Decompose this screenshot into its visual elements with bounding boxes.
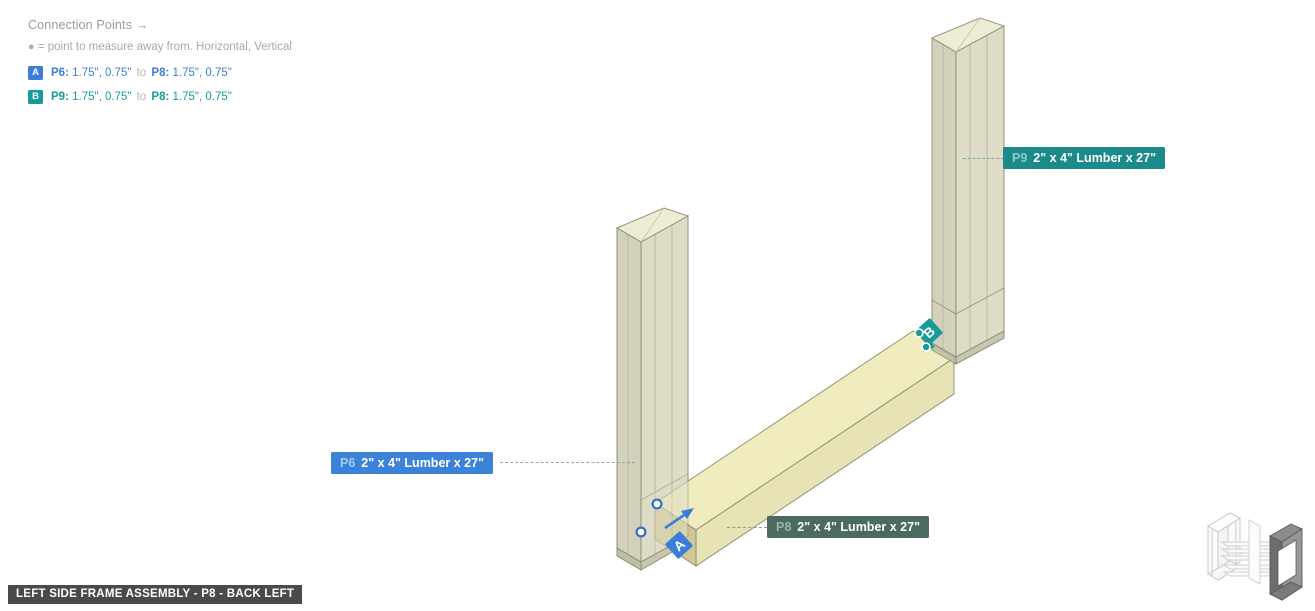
- measure-point-a1: [651, 498, 663, 510]
- callout-p8[interactable]: P8 2" x 4" Lumber x 27": [767, 516, 929, 538]
- leader-line-p6: [500, 462, 635, 463]
- leader-line-p8: [727, 527, 767, 528]
- thumbnail-wireframe: [1207, 512, 1303, 601]
- connection-a-to-dims: 1.75", 0.75": [169, 67, 232, 79]
- connection-b-from-id: P9:: [51, 91, 69, 103]
- measure-point-b1: [914, 328, 924, 338]
- callout-p6-id: P6: [340, 456, 356, 470]
- legend-title: Connection Points →: [28, 18, 149, 32]
- callout-p8-id: P8: [776, 520, 792, 534]
- callout-p6[interactable]: P6 2" x 4" Lumber x 27": [331, 452, 493, 474]
- legend-subtitle-text: = point to measure away from. Horizontal…: [34, 41, 292, 53]
- connection-text-b: P9: 1.75", 0.75" to P8: 1.75", 0.75": [51, 90, 232, 104]
- connection-b-from-dims: 1.75", 0.75": [68, 91, 132, 103]
- connection-a-from-dims: 1.75", 0.75": [68, 67, 132, 79]
- connection-badge-a: A: [28, 66, 43, 80]
- connection-b-to-word: to: [133, 91, 150, 103]
- assembly-overview-thumbnail[interactable]: [1192, 496, 1307, 606]
- measure-point-a2: [635, 526, 647, 538]
- connection-row-a[interactable]: A P6: 1.75", 0.75" to P8: 1.75", 0.75": [28, 66, 448, 80]
- connection-a-from-id: P6:: [51, 67, 69, 79]
- status-bar: LEFT SIDE FRAME ASSEMBLY - P8 - BACK LEF…: [8, 585, 303, 604]
- connection-text-a: P6: 1.75", 0.75" to P8: 1.75", 0.75": [51, 66, 232, 80]
- connection-a-to-word: to: [133, 67, 150, 79]
- callout-p6-description: 2" x 4" Lumber x 27": [361, 456, 484, 470]
- connection-marker-a[interactable]: A: [635, 498, 694, 560]
- connection-a-to-id: P8:: [151, 67, 170, 79]
- leader-line-p9: [963, 158, 1004, 159]
- thumbnail-divider-panel: [1248, 519, 1261, 585]
- connection-badge-b: B: [28, 90, 43, 104]
- connection-row-b[interactable]: B P9: 1.75", 0.75" to P8: 1.75", 0.75": [28, 90, 448, 104]
- legend-subtitle: ● = point to measure away from. Horizont…: [28, 38, 448, 56]
- connection-points-legend: Connection Points → ● = point to measure…: [28, 16, 448, 104]
- thumbnail-highlighted-frame: [1269, 523, 1303, 601]
- callout-p8-description: 2" x 4" Lumber x 27": [797, 520, 920, 534]
- callout-p9-id: P9: [1012, 151, 1028, 165]
- connection-b-to-dims: 1.75", 0.75": [169, 91, 232, 103]
- measure-dot-icon: ●: [28, 41, 35, 53]
- callout-p9[interactable]: P9 2" x 4" Lumber x 27": [1003, 147, 1165, 169]
- measure-point-b2: [921, 342, 931, 352]
- connection-marker-b[interactable]: B: [914, 318, 943, 352]
- connection-b-to-id: P8:: [151, 91, 170, 103]
- callout-p9-description: 2" x 4" Lumber x 27": [1033, 151, 1156, 165]
